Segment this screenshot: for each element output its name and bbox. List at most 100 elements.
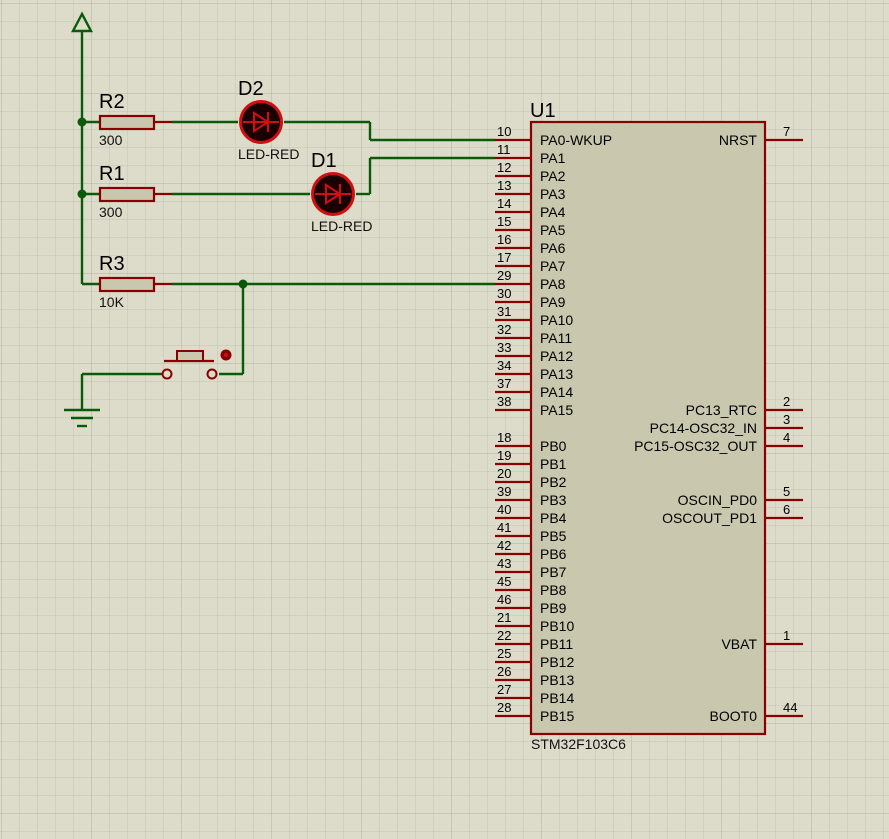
pin-number: 33 <box>497 340 511 355</box>
pin-number: 14 <box>497 196 511 211</box>
resistor-r3[interactable]: R3 10K <box>98 253 172 310</box>
resistor-r2[interactable]: R2 300 <box>98 91 172 148</box>
pin-number: 39 <box>497 484 511 499</box>
pin-name: NRST <box>719 132 758 148</box>
pin-number: 34 <box>497 358 511 373</box>
pin-number: 40 <box>497 502 511 517</box>
pin-number: 10 <box>497 124 511 139</box>
pin-number: 18 <box>497 430 511 445</box>
pin-name: PA14 <box>540 384 573 400</box>
pin-name: PB15 <box>540 708 574 724</box>
led-d2[interactable]: D2 LED-RED <box>238 78 299 162</box>
pin-name: PB10 <box>540 618 574 634</box>
pin-name: PC14-OSC32_IN <box>650 420 757 436</box>
led-d1[interactable]: D1 LED-RED <box>311 150 372 234</box>
pin-number: 46 <box>497 592 511 607</box>
pin-name: PC15-OSC32_OUT <box>634 438 757 454</box>
mcu-u1[interactable]: U1 STM32F103C6 10PA0-WKUP11PA112PA213PA3… <box>495 100 803 752</box>
pin-name: PA9 <box>540 294 566 310</box>
r2-value: 300 <box>99 132 123 148</box>
pin-number: 25 <box>497 646 511 661</box>
u1-ref: U1 <box>530 100 556 122</box>
pin-number: 1 <box>783 628 790 643</box>
pin-number: 30 <box>497 286 511 301</box>
net-wire-pa8 <box>80 282 495 410</box>
junction-dot <box>238 279 248 289</box>
pin-name: VBAT <box>721 636 757 652</box>
pin-number: 27 <box>497 682 511 697</box>
pin-number: 38 <box>497 394 511 409</box>
resistor-r1[interactable]: R1 300 <box>98 163 172 220</box>
u1-left-pins: 10PA0-WKUP11PA112PA213PA314PA415PA516PA6… <box>495 124 612 724</box>
pin-number: 6 <box>783 502 790 517</box>
r1-ref: R1 <box>99 163 125 185</box>
pin-number: 15 <box>497 214 511 229</box>
pin-name: PA8 <box>540 276 566 292</box>
pin-name: PB11 <box>540 636 573 652</box>
pin-number: 7 <box>783 124 790 139</box>
pin-number: 2 <box>783 394 790 409</box>
pin-number: 44 <box>783 700 797 715</box>
pin-name: PB6 <box>540 546 567 562</box>
pin-number: 37 <box>497 376 511 391</box>
pin-number: 16 <box>497 232 511 247</box>
pin-name: PA11 <box>540 330 572 346</box>
pin-name: PA7 <box>540 258 566 274</box>
pin-name: PB0 <box>540 438 567 454</box>
d2-value: LED-RED <box>238 146 299 162</box>
junction-dot <box>77 189 87 199</box>
pin-number: 29 <box>497 268 511 283</box>
pin-number: 13 <box>497 178 511 193</box>
u1-part: STM32F103C6 <box>531 736 626 752</box>
pin-name: PA3 <box>540 186 566 202</box>
ground-terminal[interactable] <box>64 408 100 428</box>
junction-dot <box>77 117 87 127</box>
pin-number: 41 <box>497 520 511 535</box>
r2-ref: R2 <box>99 91 125 113</box>
pin-name: PA13 <box>540 366 573 382</box>
push-button-switch[interactable] <box>161 349 232 380</box>
power-terminal[interactable] <box>71 11 93 122</box>
